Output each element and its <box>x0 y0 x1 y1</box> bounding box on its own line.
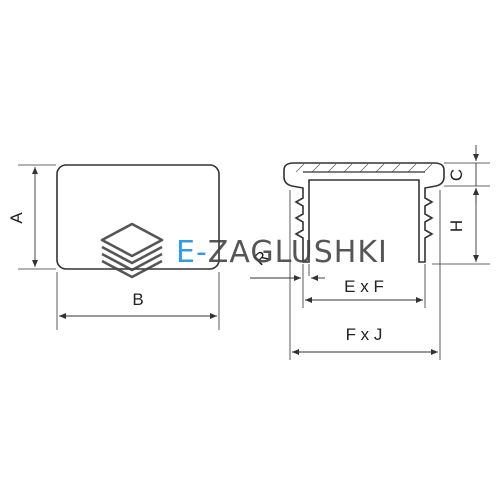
layers-logo-icon <box>100 222 164 279</box>
watermark: E-ZAGLUSHKI <box>100 222 388 279</box>
label-c: C <box>447 169 466 181</box>
section-profile <box>283 162 445 263</box>
label-a: A <box>7 212 26 224</box>
top-view <box>18 164 220 330</box>
section-view <box>250 145 490 360</box>
flange-hatch <box>295 163 433 173</box>
label-fxj: F x J <box>346 325 383 344</box>
label-b: B <box>132 290 143 309</box>
cap-outline <box>56 164 220 270</box>
label-h: H <box>447 220 466 232</box>
label-exf: E x F <box>344 277 384 296</box>
watermark-prefix: E- <box>176 235 208 270</box>
svg-text:E-ZAGLUSHKI: E-ZAGLUSHKI <box>176 235 388 270</box>
watermark-name: ZAGLUSHKI <box>208 235 388 270</box>
